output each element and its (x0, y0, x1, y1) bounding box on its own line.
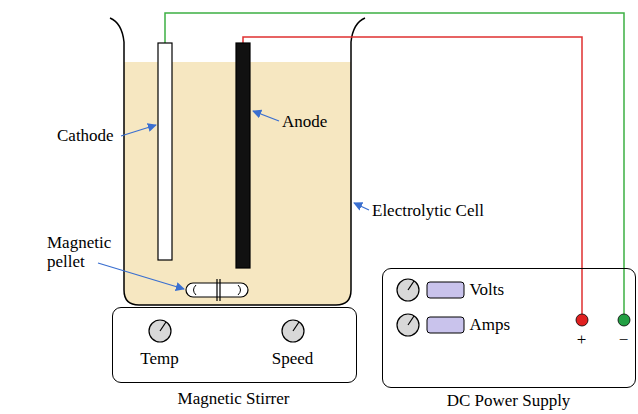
device-title: DC Power Supply (447, 391, 571, 411)
anode-wire (243, 37, 582, 314)
anode-electrode (236, 43, 250, 268)
stirrer-knobs (149, 320, 304, 342)
control-label: Temp (140, 349, 178, 369)
part-label: Electrolytic Cell (372, 201, 484, 220)
terminal-sign: + (577, 330, 587, 350)
part-label: Anode (282, 112, 327, 131)
cathode-electrode (158, 43, 172, 260)
leader-lines (98, 111, 369, 289)
stirrer-box: TempSpeedMagnetic Stirrer (112, 307, 357, 383)
part-label: Magnetic pellet (47, 233, 119, 271)
power-supply-box: VoltsAmps+−DC Power Supply (382, 268, 636, 388)
magnetic-pellet (186, 279, 248, 301)
beaker-outline (110, 18, 365, 305)
meter-label: Volts (470, 280, 505, 300)
part-label: Cathode (57, 126, 114, 145)
meter-label: Amps (470, 315, 511, 335)
device-title: Magnetic Stirrer (178, 389, 290, 409)
power-supply-controls (397, 279, 630, 336)
control-label: Speed (272, 349, 314, 369)
terminal-sign: − (619, 330, 629, 350)
